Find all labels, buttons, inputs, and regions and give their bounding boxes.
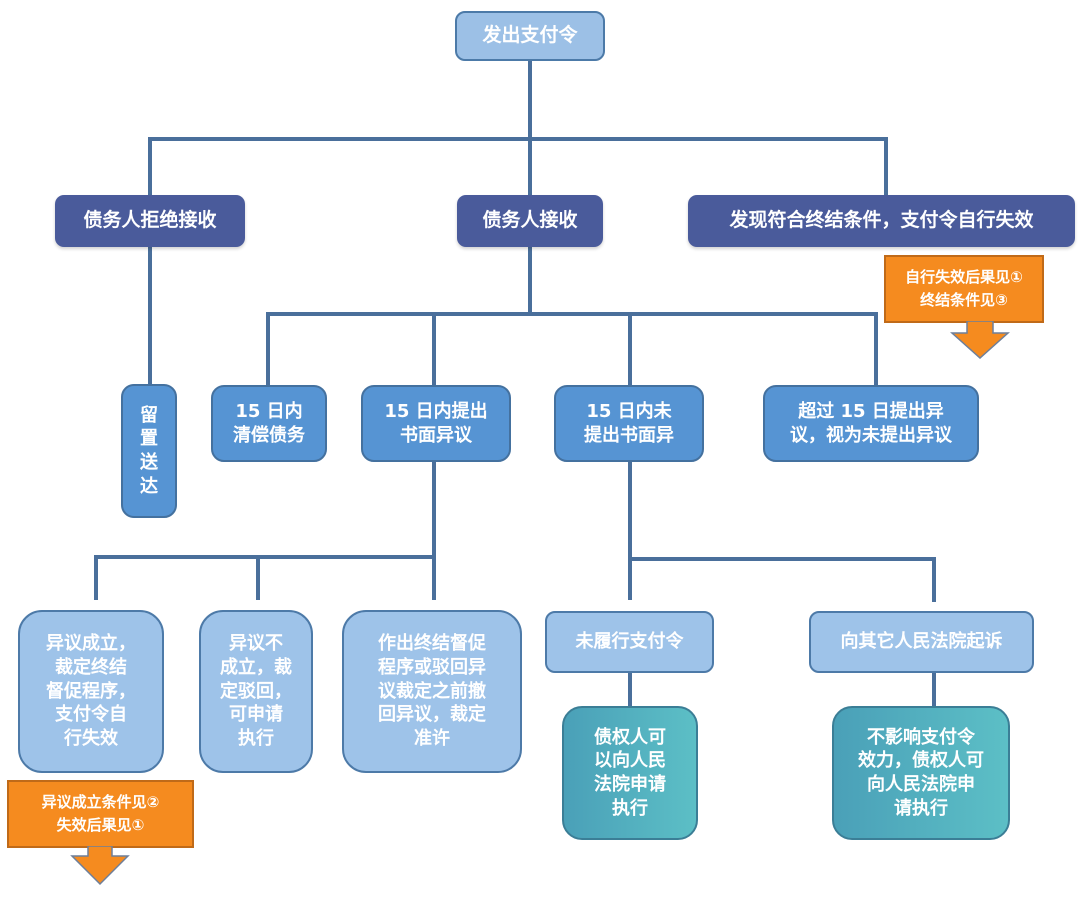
connector bbox=[148, 137, 152, 199]
node-late-objection: 超过 15 日提出异 议，视为未提出异议 bbox=[763, 385, 979, 462]
node-objection-withdrawn: 作出终结督促 程序或驳回异 议裁定之前撤 回异议，裁定 准许 bbox=[342, 610, 522, 773]
node-creditor-enforce: 债权人可 以向人民 法院申请 执行 bbox=[562, 706, 698, 840]
connector bbox=[148, 137, 888, 141]
node-pay-within-15-days: 15 日内 清偿债务 bbox=[211, 385, 327, 462]
connector bbox=[94, 555, 436, 559]
connector bbox=[932, 557, 936, 602]
node-creditor-enforce-unaffected: 不影响支付令 效力，债权人可 向人民法院申 请执行 bbox=[832, 706, 1010, 840]
connector bbox=[432, 312, 436, 387]
connector bbox=[628, 670, 632, 710]
arrow-down-icon bbox=[950, 321, 1010, 359]
node-objection-upheld: 异议成立， 裁定终结 督促程序， 支付令自 行失效 bbox=[18, 610, 164, 773]
connector bbox=[932, 670, 936, 710]
connector bbox=[148, 245, 152, 385]
connector bbox=[874, 312, 878, 387]
node-issue-payment-order: 发出支付令 bbox=[455, 11, 605, 61]
node-objection-rejected: 异议不 成立，裁 定驳回， 可申请 执行 bbox=[199, 610, 313, 773]
note-objection-conditions: 异议成立条件见② 失效后果见① bbox=[7, 780, 194, 848]
node-debtor-refuses: 债务人拒绝接收 bbox=[55, 195, 245, 247]
node-object-within-15-days: 15 日内提出 书面异议 bbox=[361, 385, 511, 462]
connector bbox=[528, 60, 532, 140]
node-debtor-accepts: 债务人接收 bbox=[457, 195, 603, 247]
connector bbox=[94, 555, 98, 600]
node-lien-service: 留 置 送 达 bbox=[121, 384, 177, 518]
connector bbox=[432, 460, 436, 600]
connector bbox=[256, 555, 260, 600]
connector bbox=[628, 312, 632, 387]
node-no-objection-15-days: 15 日内未 提出书面异 bbox=[554, 385, 704, 462]
node-order-void: 发现符合终结条件，支付令自行失效 bbox=[688, 195, 1075, 247]
note-void-consequences: 自行失效后果见① 终结条件见③ bbox=[884, 255, 1044, 323]
connector bbox=[266, 312, 878, 316]
node-sue-other-court: 向其它人民法院起诉 bbox=[809, 611, 1034, 673]
node-order-not-performed: 未履行支付令 bbox=[545, 611, 714, 673]
connector bbox=[628, 460, 632, 600]
connector bbox=[528, 245, 532, 315]
arrow-down-icon bbox=[70, 846, 130, 886]
connector bbox=[884, 137, 888, 199]
connector bbox=[628, 557, 936, 561]
connector bbox=[528, 137, 532, 199]
connector bbox=[266, 312, 270, 387]
